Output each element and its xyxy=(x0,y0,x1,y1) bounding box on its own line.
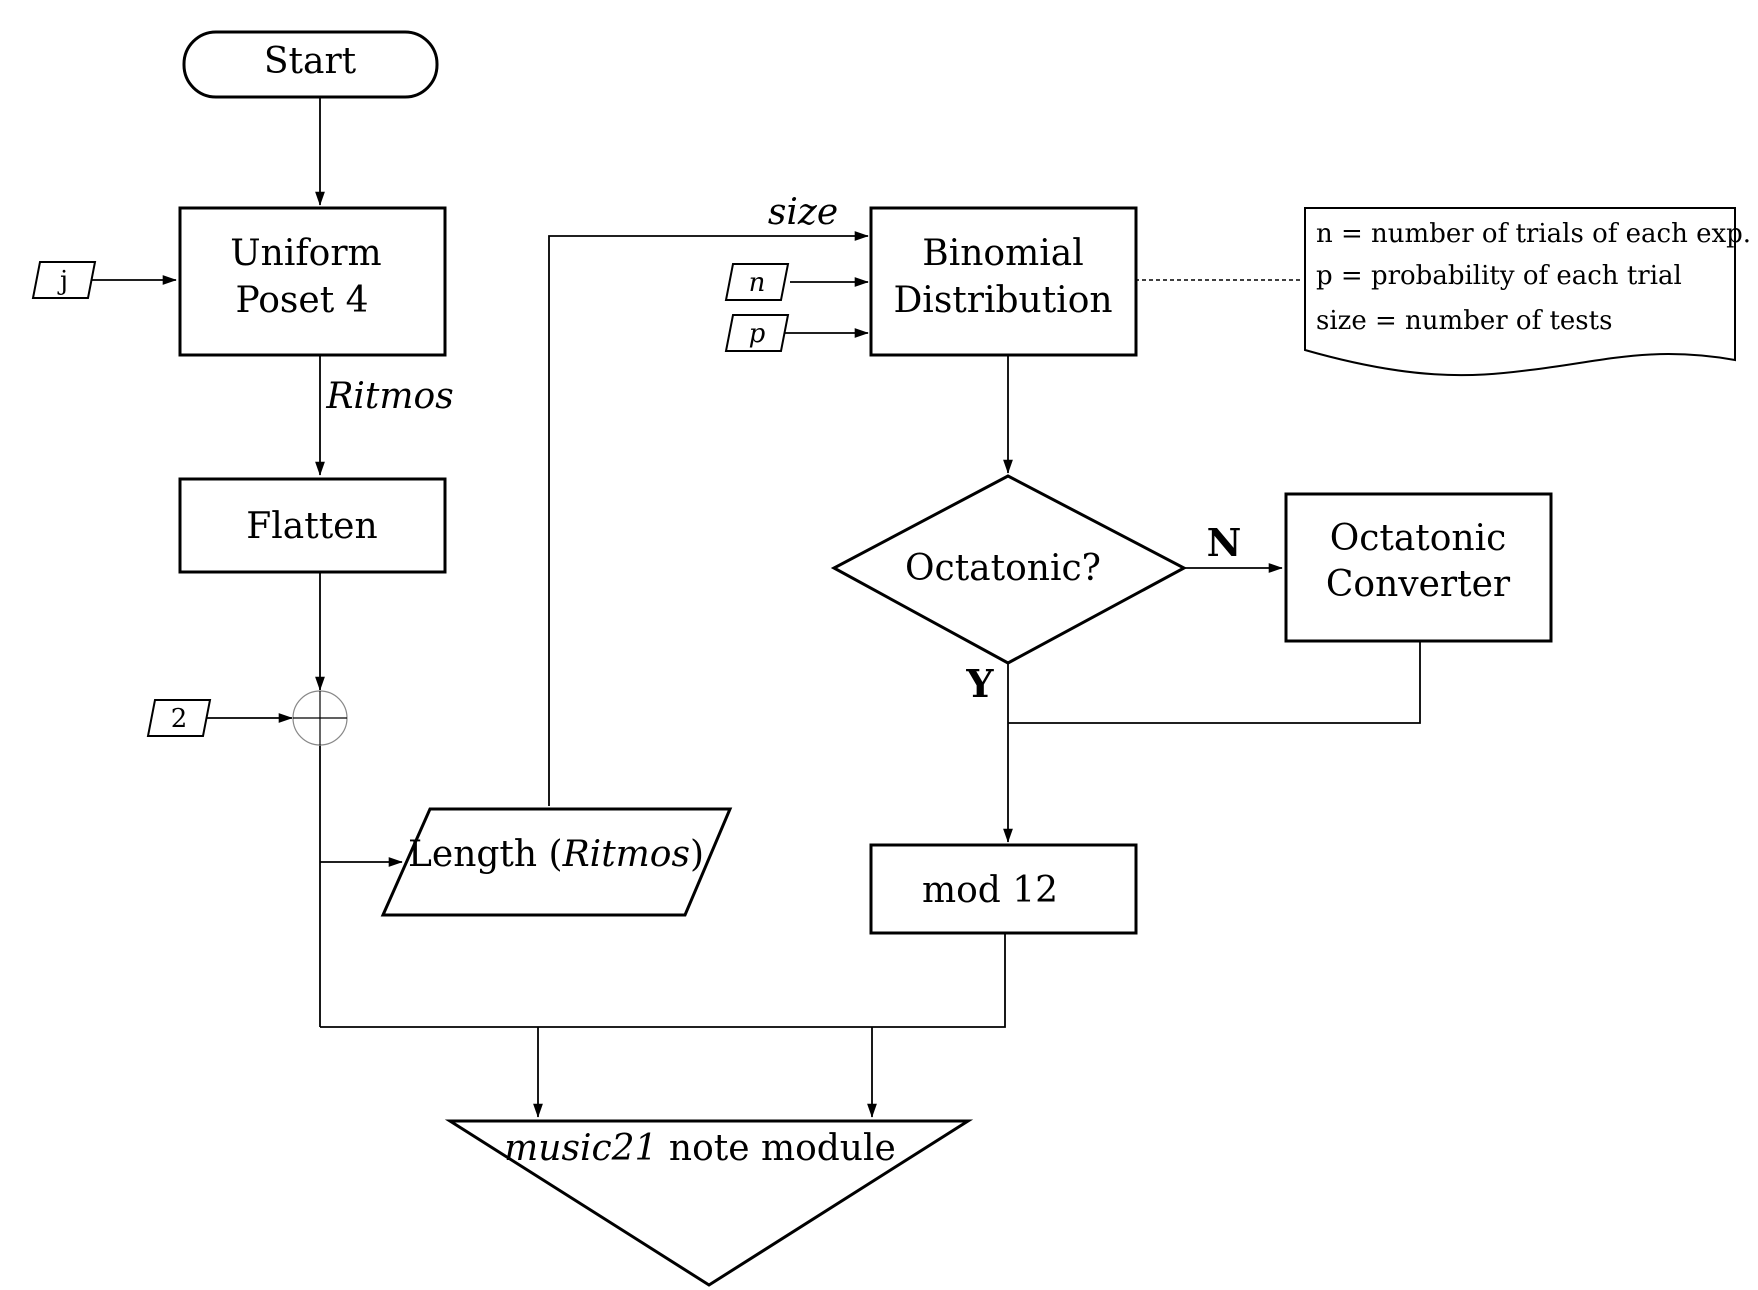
summing-junction xyxy=(292,690,348,746)
binomial-distribution-node: Binomial Distribution xyxy=(869,206,1138,357)
decision-label: Octatonic? xyxy=(905,548,1101,589)
converter-label-line2: Converter xyxy=(1326,564,1511,605)
flatten-label: Flatten xyxy=(246,506,377,547)
start-label: Start xyxy=(264,41,357,82)
edge-converter-merge xyxy=(1008,640,1421,724)
connectors xyxy=(90,97,1421,1118)
octatonic-converter-node: Octatonic Converter xyxy=(1284,492,1553,643)
length-suffix: ) xyxy=(690,834,704,875)
mod12-label: mod 12 xyxy=(922,870,1058,911)
input-n: n xyxy=(724,263,790,301)
input-p-label: p xyxy=(749,319,766,349)
note-line-1: n = number of trials of each exp. xyxy=(1316,219,1751,249)
mod-12-node: mod 12 xyxy=(869,843,1138,935)
input-two-label: 2 xyxy=(171,704,188,734)
length-prefix: Length ( xyxy=(408,834,563,875)
uniform-label-line1: Uniform xyxy=(230,233,381,274)
length-ritmos-node: Length (Ritmos) xyxy=(380,807,733,917)
converter-label-line1: Octatonic xyxy=(1330,518,1507,559)
length-italic: Ritmos xyxy=(562,834,690,875)
note-line-2: p = probability of each trial xyxy=(1316,261,1682,291)
input-j-label: j xyxy=(57,266,68,296)
edge-label-ritmos: Ritmos xyxy=(325,376,453,417)
edge-mod12-down xyxy=(320,932,1006,1028)
music21-label: music21 note module xyxy=(504,1128,896,1169)
input-two: 2 xyxy=(146,699,212,737)
flatten-node: Flatten xyxy=(178,477,447,574)
edge-length-to-binomial-size xyxy=(548,231,869,806)
input-n-label: n xyxy=(749,268,766,298)
music21-italic: music21 xyxy=(504,1128,657,1169)
length-label: Length (Ritmos) xyxy=(408,834,704,875)
edge-label-size: size xyxy=(768,192,838,233)
music21-rest: note module xyxy=(657,1128,895,1169)
uniform-poset-node: Uniform Poset 4 xyxy=(178,206,447,357)
uniform-label-line2: Poset 4 xyxy=(235,280,368,321)
octatonic-decision-node: Octatonic? xyxy=(830,474,1188,665)
binomial-label-line2: Distribution xyxy=(893,280,1112,321)
edge-label-no: N xyxy=(1207,520,1242,565)
start-node: Start xyxy=(182,30,439,99)
note-line-3: size = number of tests xyxy=(1316,306,1612,336)
edge-label-yes: Y xyxy=(965,661,994,706)
binomial-label-line1: Binomial xyxy=(922,233,1083,274)
music21-note-module-node: music21 note module xyxy=(444,1119,974,1287)
input-j: j xyxy=(31,261,97,299)
note-document: n = number of trials of each exp. p = pr… xyxy=(1304,207,1751,377)
input-p: p xyxy=(724,314,790,352)
